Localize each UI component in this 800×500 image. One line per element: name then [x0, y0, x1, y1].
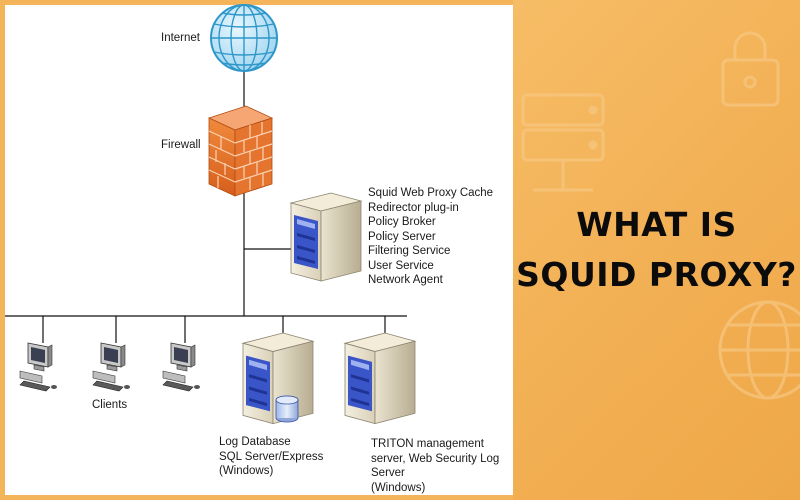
- proxy-component-item: Network Agent: [368, 274, 443, 286]
- proxy-component-item: Policy Server: [368, 230, 436, 243]
- triton-label: TRITON management server, Web Security L…: [371, 437, 499, 495]
- proxy-component-item: Redirector plug-in: [368, 201, 459, 214]
- client-computer-icon: [92, 342, 131, 392]
- server-watermark-icon: [521, 93, 605, 192]
- triton-line: server, Web Security Log: [371, 452, 500, 465]
- lock-watermark-icon: [721, 31, 780, 107]
- proxy-component-item: User Service: [368, 259, 434, 272]
- firewall-label: Firewall: [161, 139, 201, 151]
- proxy-component-item: Filtering Service: [368, 245, 451, 257]
- proxy-component-item: Squid Web Proxy Cache: [368, 187, 494, 199]
- proxy-component-item: Policy Broker: [368, 216, 436, 228]
- clients-label: Clients: [92, 399, 128, 411]
- banner-title-line-2: SQUID PROXY?: [516, 255, 797, 294]
- network-lines: [5, 72, 407, 343]
- banner-watermark-icons: [521, 31, 800, 400]
- client-computer-icon: [162, 342, 201, 392]
- client-computer-icon: [19, 342, 58, 392]
- proxy-server-icon: [290, 192, 362, 282]
- banner-title-line-1: WHAT IS: [576, 205, 737, 244]
- banner-title: WHAT IS SQUID PROXY?: [513, 200, 800, 300]
- database-icon: [275, 395, 299, 423]
- globe-outline-icon: [718, 300, 800, 400]
- triton-line: (Windows): [371, 481, 426, 494]
- proxy-components-list: Squid Web Proxy Cache Redirector plug-in…: [368, 186, 493, 288]
- triton-line: Server: [371, 467, 405, 479]
- firewall-icon: [207, 105, 274, 197]
- log-database-line: SQL Server/Express: [219, 450, 324, 463]
- triton-server-icon: [344, 332, 416, 425]
- triton-line: TRITON management: [371, 438, 484, 450]
- globe-icon: [210, 4, 278, 72]
- log-database-line: Log Database: [219, 436, 291, 448]
- internet-label: Internet: [161, 32, 200, 44]
- log-database-line: (Windows): [219, 465, 274, 477]
- title-banner: WHAT IS SQUID PROXY?: [513, 0, 800, 500]
- log-database-label: Log Database SQL Server/Express (Windows…: [219, 435, 323, 479]
